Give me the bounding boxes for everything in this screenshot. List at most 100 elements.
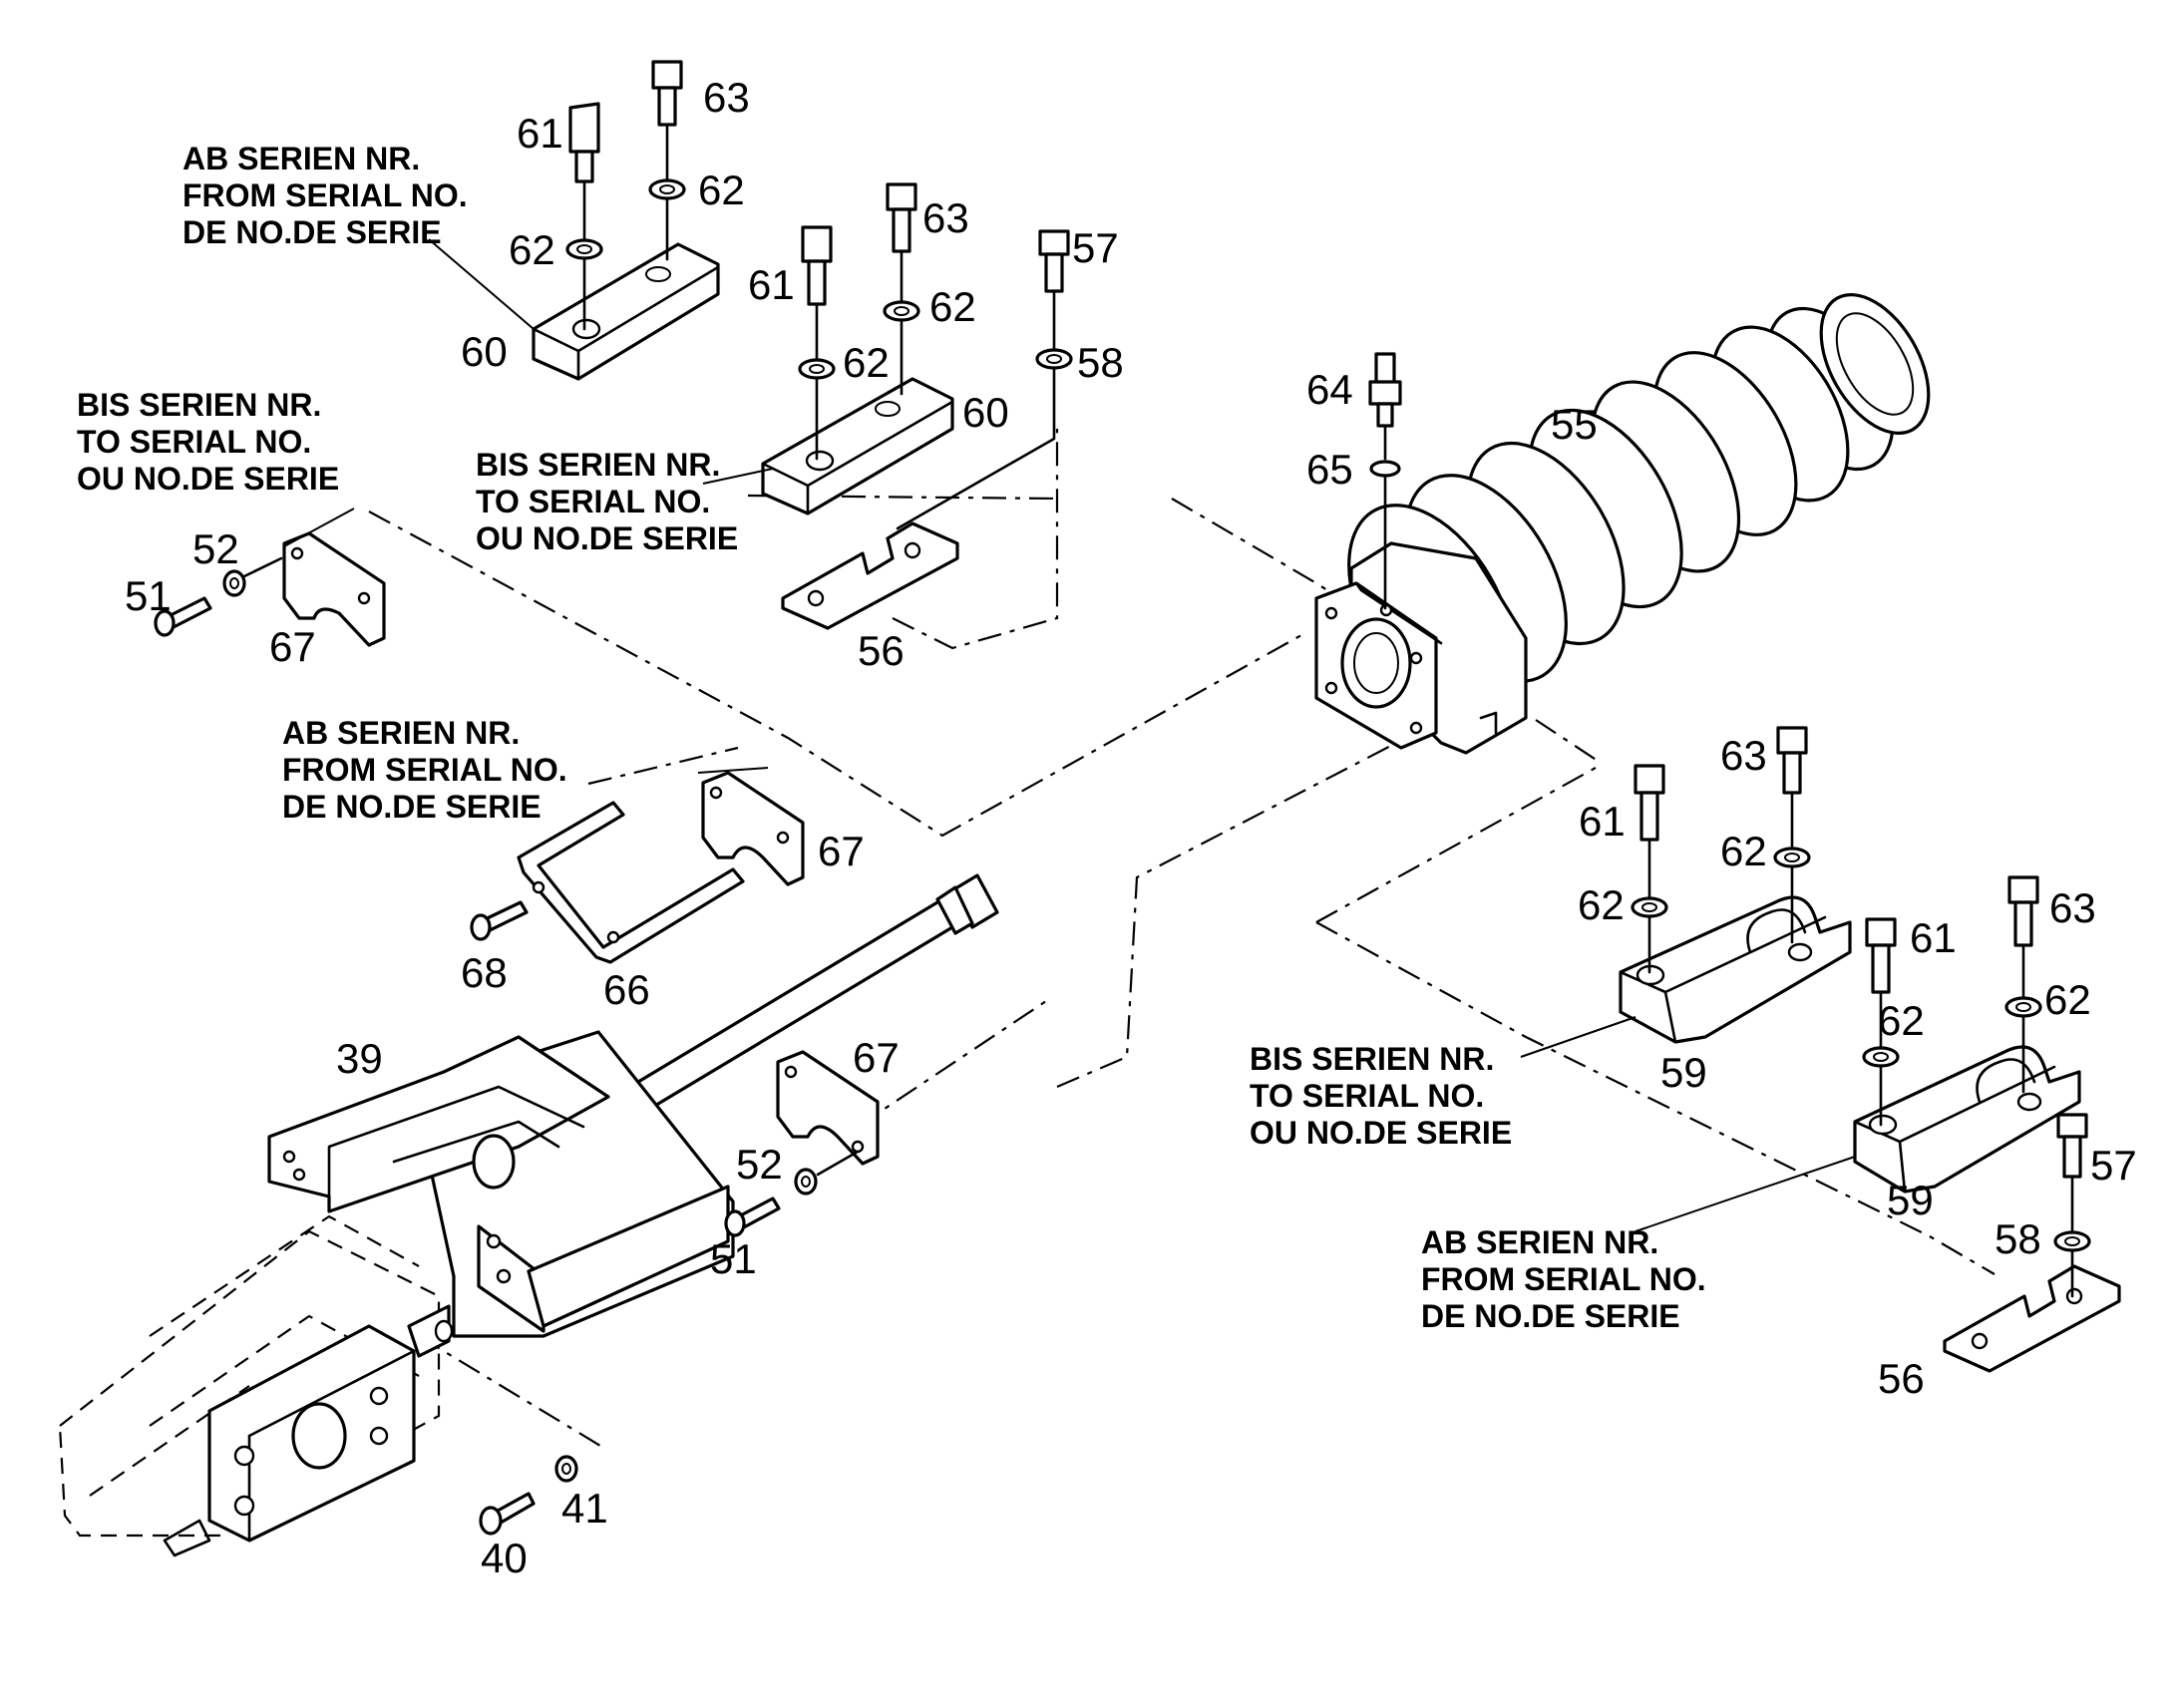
note-line: DE NO.DE SERIE: [282, 789, 542, 825]
note-bis-left: BIS SERIEN NR. TO SERIAL NO. OU NO.DE SE…: [77, 387, 339, 497]
cylinder-body-39: [267, 1030, 735, 1338]
note-bis-center: BIS SERIEN NR. TO SERIAL NO. OU NO.DE SE…: [476, 447, 738, 556]
callout-52-top: 52: [192, 525, 239, 572]
support-block-60-top: [532, 242, 720, 381]
callout-63-lower-right: 63: [2049, 884, 2096, 931]
callout-56-right: 56: [1878, 1355, 1925, 1402]
screw-68: [470, 900, 529, 941]
washer-41: [554, 1455, 578, 1483]
washer-62-lower-right-a: [1862, 1046, 1900, 1068]
note-line: OU NO.DE SERIE: [1250, 1115, 1512, 1151]
callout-62-a: 62: [509, 226, 555, 273]
washer-58-top: [1035, 348, 1073, 370]
callout-51-lower: 51: [710, 1235, 757, 1282]
note-line: DE NO.DE SERIE: [182, 214, 442, 250]
callout-41: 41: [561, 1485, 608, 1532]
guard-bracket-66: [517, 801, 745, 964]
bolt-63-top: [651, 60, 683, 181]
note-line: AB SERIEN NR.: [182, 141, 420, 176]
clamp-plate-67-lower: [776, 1050, 880, 1166]
washer-62-middle-a: [798, 358, 836, 380]
callout-66: 66: [603, 966, 650, 1013]
bolt-63-right: [1776, 726, 1808, 850]
washer-62-lower-right-b: [2004, 996, 2042, 1018]
washer-52-top: [222, 569, 246, 597]
note-line: FROM SERIAL NO.: [282, 752, 567, 788]
bolt-57-right: [2056, 1113, 2088, 1233]
bolt-61-middle: [801, 225, 833, 361]
callout-65: 65: [1306, 446, 1353, 493]
callout-62-f: 62: [1720, 828, 1767, 874]
screw-51-top: [154, 596, 212, 637]
callout-55: 55: [1551, 401, 1598, 448]
callout-62-g: 62: [1878, 997, 1925, 1044]
screw-51-lower: [724, 1196, 781, 1237]
callout-58-right: 58: [1995, 1215, 2041, 1262]
callout-62-c: 62: [843, 339, 890, 386]
callout-62-b: 62: [698, 167, 745, 213]
callout-59-lower: 59: [1887, 1177, 1934, 1223]
assembly-centerlines: [368, 429, 1996, 1447]
valve-block: [163, 1304, 454, 1557]
callout-63-middle: 63: [922, 194, 969, 241]
washer-62-top-a: [565, 238, 603, 260]
clamp-plate-67-top: [282, 531, 386, 647]
callout-67-middle: 67: [818, 828, 865, 874]
support-block-60-middle: [761, 377, 954, 515]
note-line: TO SERIAL NO.: [1250, 1078, 1484, 1114]
note-leader-lines: [283, 238, 1856, 1232]
bolt-61-lower-right: [1865, 917, 1897, 1049]
note-ab-right: AB SERIEN NR. FROM SERIAL NO. DE NO.DE S…: [1421, 1224, 1706, 1334]
callout-60-top: 60: [461, 328, 508, 375]
bolt-61-right: [1634, 764, 1665, 899]
note-line: FROM SERIAL NO.: [182, 177, 468, 213]
bolt-57-top: [1038, 229, 1070, 351]
callout-63-top: 63: [703, 74, 750, 121]
callout-57-right: 57: [2090, 1142, 2137, 1189]
note-ab-top-left: AB SERIEN NR. FROM SERIAL NO. DE NO.DE S…: [182, 141, 468, 250]
note-line: AB SERIEN NR.: [1421, 1224, 1658, 1260]
note-line: BIS SERIEN NR.: [77, 387, 321, 423]
washer-62-middle-b: [883, 300, 920, 322]
note-line: BIS SERIEN NR.: [1250, 1041, 1494, 1077]
note-line: AB SERIEN NR.: [282, 715, 520, 751]
bearing-block-59-lower: [1853, 1045, 2081, 1194]
callout-39: 39: [336, 1035, 383, 1082]
callout-68: 68: [461, 949, 508, 996]
callout-51-top: 51: [125, 572, 172, 619]
callout-64: 64: [1306, 366, 1353, 413]
note-line: TO SERIAL NO.: [476, 484, 710, 519]
note-line: DE NO.DE SERIE: [1421, 1298, 1680, 1334]
callout-52-lower: 52: [736, 1141, 783, 1188]
note-line: OU NO.DE SERIE: [77, 461, 339, 497]
note-line: OU NO.DE SERIE: [476, 520, 738, 556]
washer-62-right-a: [1631, 896, 1668, 918]
callout-56-top: 56: [858, 627, 905, 674]
bolt-40: [479, 1492, 536, 1536]
note-line: FROM SERIAL NO.: [1421, 1261, 1706, 1297]
callout-58-top: 58: [1077, 339, 1124, 386]
stop-plate-56-top: [781, 521, 959, 630]
callout-40: 40: [481, 1535, 528, 1581]
note-bis-right: BIS SERIEN NR. TO SERIAL NO. OU NO.DE SE…: [1250, 1041, 1512, 1151]
note-line: TO SERIAL NO.: [77, 424, 311, 460]
clamp-plate-67-middle: [701, 771, 805, 886]
grease-nipple-64: [1368, 352, 1402, 461]
callout-59-upper: 59: [1660, 1049, 1707, 1096]
note-line: BIS SERIEN NR.: [476, 447, 720, 483]
callout-67-top: 67: [269, 623, 316, 670]
bearing-block-59-upper: [1619, 895, 1852, 1044]
callout-63-right: 63: [1720, 732, 1767, 779]
callout-61-lower-right: 61: [1910, 914, 1957, 961]
washer-58-right: [2053, 1230, 2091, 1252]
callout-67-lower: 67: [853, 1034, 900, 1081]
bellows-assembly: [1314, 293, 1931, 755]
seal-ring-65: [1369, 460, 1401, 610]
washer-62-right-b: [1773, 847, 1811, 868]
bolt-63-middle: [886, 182, 917, 306]
note-ab-middle: AB SERIEN NR. FROM SERIAL NO. DE NO.DE S…: [282, 715, 567, 825]
callout-57-top: 57: [1072, 224, 1119, 271]
callout-61-middle: 61: [748, 261, 795, 308]
